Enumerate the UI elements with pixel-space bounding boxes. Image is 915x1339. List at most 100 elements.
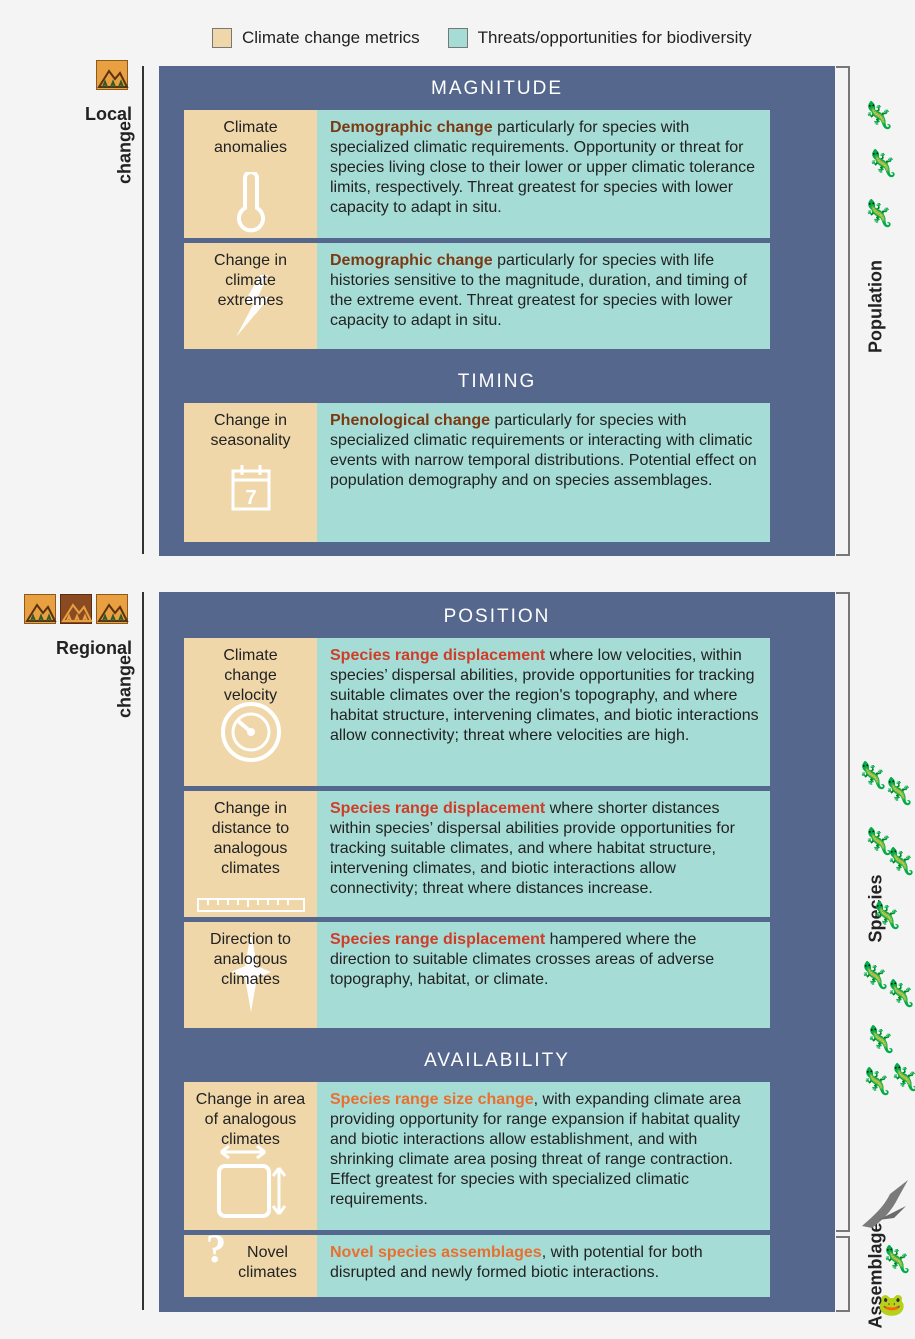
speedometer-icon — [220, 702, 281, 762]
threat-text: hampered where the direction to suitable… — [330, 931, 715, 988]
lizard-icon: 🦎 — [884, 978, 915, 1008]
threat-text: where shorter distances within species’ … — [330, 800, 735, 897]
metric-label: Direction to analogous climates — [210, 931, 291, 988]
metric-row: Change in seasonality 7 Phenological cha… — [184, 403, 770, 542]
metric-cell: Climate anomalies — [184, 110, 317, 238]
mountain-icon — [96, 60, 129, 90]
metric-label: Change in distance to analogous climates — [211, 800, 290, 877]
lizard-icon: 🦎 — [870, 900, 903, 930]
threat-cell: Species range displacement hampered wher… — [317, 922, 770, 1028]
local-panel: MAGNITUDE Climate anomalies Demographic … — [159, 66, 835, 556]
metric-label: Novel climates — [238, 1244, 297, 1281]
lizard-icon: 🦎 — [882, 776, 915, 806]
threat-keyword: Species range displacement — [330, 931, 546, 948]
legend-label: Climate change metrics — [242, 28, 420, 47]
threat-text: particularly for species with life histo… — [330, 252, 748, 329]
lizard-icon: 🦎 — [862, 198, 895, 228]
threat-cell: Species range size change, with expandin… — [317, 1082, 770, 1230]
metric-label: Climate change velocity — [223, 647, 278, 704]
regional-change-label: Regional — [55, 638, 132, 658]
section-position: POSITION — [443, 606, 551, 627]
threat-cell: Demographic change particularly for spec… — [317, 243, 770, 349]
legend: Climate change metrics Threats/opportuni… — [212, 26, 780, 50]
threat-text: , with potential for both disrupted and … — [330, 1244, 703, 1281]
threat-cell: Species range displacement where low vel… — [317, 638, 770, 786]
legend-item-threats: Threats/opportunities for biodiversity — [447, 28, 752, 48]
threat-cell: Species range displacement where shorter… — [317, 791, 770, 917]
calendar-icon: 7 — [231, 465, 270, 511]
lizard-icon: 🦎 — [880, 1244, 913, 1274]
section-availability: AVAILABILITY — [424, 1050, 570, 1071]
threat-keyword: Novel species assemblages — [330, 1244, 542, 1261]
metric-cell: Change in distance to analogous climates — [184, 791, 317, 917]
metric-label: Change in climate extremes — [214, 252, 287, 309]
metric-label: Climate anomalies — [214, 119, 287, 156]
threat-cell: Novel species assemblages, with potentia… — [317, 1235, 770, 1297]
threat-keyword: Species range size change — [330, 1091, 534, 1108]
metric-cell: Climate change velocity — [184, 638, 317, 786]
section-timing: TIMING — [457, 371, 537, 392]
lizard-icon: 🦎 — [864, 1024, 897, 1054]
threat-text: where low velocities, within species’ di… — [330, 647, 759, 744]
metric-row: ? Novel climates Novel species assemblag… — [184, 1226, 770, 1297]
metric-cell: Change in seasonality 7 — [184, 403, 317, 542]
threat-cell: Phenological change particularly for spe… — [317, 403, 770, 542]
threat-text: particularly for species with specialize… — [330, 412, 757, 489]
local-change-label-vertical: change — [114, 120, 135, 185]
lizard-icon: 🦎 — [858, 960, 891, 990]
lizard-icon: 🦎 — [856, 760, 889, 790]
metric-label: Change in area of analogous climates — [195, 1091, 306, 1148]
lizard-icon: 🦎 — [884, 846, 915, 876]
population-bracket — [836, 66, 850, 556]
threat-keyword: Species range displacement — [330, 800, 546, 817]
regional-panel: POSITION Climate change velocity Species… — [159, 592, 835, 1312]
metric-row: Change in distance to analogous climates… — [184, 791, 770, 917]
metric-label: Change in seasonality — [210, 412, 291, 449]
legend-item-climate-metrics: Climate change metrics — [212, 28, 420, 48]
metric-cell: Direction to analogous climates — [184, 922, 317, 1028]
lizard-icon: 🦎 — [862, 100, 895, 130]
threat-keyword: Species range displacement — [330, 647, 546, 664]
lizard-icon: 🦎 — [860, 1066, 893, 1096]
area-arrows-icon — [216, 1144, 286, 1218]
thermometer-icon — [236, 172, 265, 233]
metric-cell: ? Novel climates — [184, 1226, 317, 1297]
lizard-icon: 🦎 — [866, 148, 899, 178]
metric-row: Climate change velocity Species range di… — [184, 638, 770, 786]
threat-keyword: Phenological change — [330, 412, 491, 429]
metric-row: Climate anomalies Demographic change par… — [184, 110, 770, 238]
mountain-icon — [96, 594, 129, 624]
legend-swatch-teal — [447, 28, 468, 48]
compass-star-icon — [230, 932, 271, 1012]
svg-text:7: 7 — [245, 487, 256, 509]
threat-keyword: Demographic change — [330, 252, 493, 269]
section-magnitude: MAGNITUDE — [431, 78, 563, 99]
population-label: Population — [865, 260, 886, 353]
assemblage-bracket — [836, 1236, 850, 1312]
question-mark-icon: ? — [206, 1226, 226, 1271]
frog-icon: 🐸 — [878, 1292, 906, 1317]
lizard-icon: 🦎 — [888, 1062, 915, 1092]
local-change-label: Local — [84, 104, 132, 124]
metric-row: Change in area of analogous climates Spe… — [184, 1082, 770, 1230]
local-change-bar — [142, 66, 144, 554]
bird-icon — [858, 1176, 912, 1237]
metric-row: Change in climate extremes Demographic c… — [184, 243, 770, 349]
metric-cell: Change in climate extremes — [184, 243, 317, 349]
threat-text: , with expanding climate area providing … — [330, 1091, 741, 1208]
mountain-icon — [60, 594, 93, 624]
threat-cell: Demographic change particularly for spec… — [317, 110, 770, 238]
metric-row: Direction to analogous climates Species … — [184, 922, 770, 1028]
legend-label: Threats/opportunities for biodiversity — [477, 28, 752, 47]
legend-swatch-tan — [212, 28, 232, 48]
threat-text: particularly for species with specialize… — [330, 119, 756, 216]
regional-change-label-vertical: change — [114, 654, 135, 719]
regional-change-bar — [142, 592, 144, 1310]
mountain-icon — [24, 594, 57, 624]
species-bracket — [836, 592, 850, 1232]
ruler-icon — [196, 898, 305, 912]
metric-cell: Change in area of analogous climates — [184, 1082, 317, 1230]
lizard-icon: 🦎 — [862, 826, 895, 856]
lightning-icon — [236, 275, 270, 337]
threat-keyword: Demographic change — [330, 119, 493, 136]
